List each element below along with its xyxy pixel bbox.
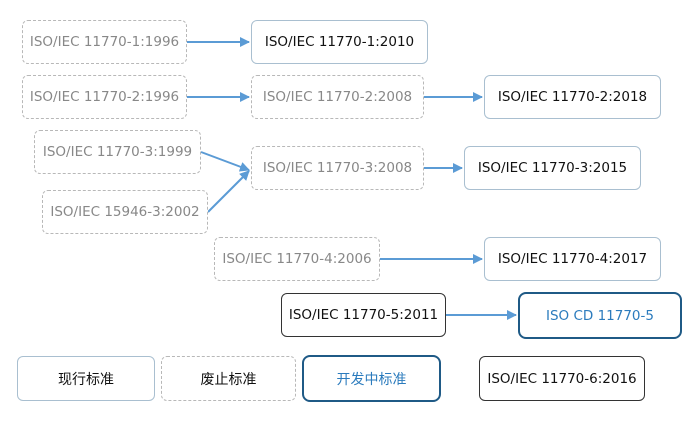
node-label: ISO/IEC 11770-2:2018 — [497, 89, 648, 105]
node-11770-3-1999: ISO/IEC 11770-3:1999 — [34, 130, 201, 174]
node-label: ISO CD 11770-5 — [546, 307, 654, 324]
legend-obsolete: 废止标准 — [161, 356, 296, 401]
node-11770-2-2008: ISO/IEC 11770-2:2008 — [251, 75, 424, 119]
node-label: ISO/IEC 11770-3:1999 — [42, 144, 193, 160]
node-11770-1-2010: ISO/IEC 11770-1:2010 — [251, 20, 428, 64]
legend-label: 开发中标准 — [336, 371, 407, 388]
node-11770-4-2017: ISO/IEC 11770-4:2017 — [484, 237, 661, 281]
legend-label: 废止标准 — [200, 371, 257, 388]
node-11770-3-2008: ISO/IEC 11770-3:2008 — [251, 146, 424, 190]
node-label: ISO/IEC 11770-1:1996 — [29, 34, 180, 50]
arrow-p3-1999-to-2008 — [200, 151, 250, 172]
node-11770-2-2018: ISO/IEC 11770-2:2018 — [484, 75, 661, 119]
node-label: ISO/IEC 11770-6:2016 — [487, 370, 637, 387]
arrow-p15946-to-p3-2008 — [207, 170, 250, 213]
legend-current: 现行标准 — [17, 356, 155, 401]
node-15946-3-2002: ISO/IEC 15946-3:2002 — [42, 190, 208, 234]
node-label: ISO/IEC 11770-1:2010 — [264, 34, 415, 50]
node-11770-5-2011: ISO/IEC 11770-5:2011 — [281, 293, 446, 337]
node-label: ISO/IEC 11770-4:2017 — [497, 251, 648, 267]
legend-label: 现行标准 — [58, 371, 114, 388]
node-label: ISO/IEC 11770-2:1996 — [29, 89, 180, 105]
node-label: ISO/IEC 11770-3:2015 — [477, 160, 628, 176]
legend-developing: 开发中标准 — [302, 355, 441, 402]
node-label: ISO/IEC 15946-3:2002 — [50, 204, 200, 220]
node-label: ISO/IEC 11770-5:2011 — [288, 307, 439, 323]
node-iso-cd-11770-5: ISO CD 11770-5 — [518, 292, 682, 339]
node-11770-4-2006: ISO/IEC 11770-4:2006 — [214, 237, 380, 281]
node-11770-6-2016: ISO/IEC 11770-6:2016 — [479, 356, 645, 401]
node-11770-2-1996: ISO/IEC 11770-2:1996 — [22, 75, 187, 119]
node-11770-3-2015: ISO/IEC 11770-3:2015 — [464, 146, 641, 190]
node-label: ISO/IEC 11770-4:2006 — [222, 251, 372, 267]
node-11770-1-1996: ISO/IEC 11770-1:1996 — [22, 20, 187, 64]
node-label: ISO/IEC 11770-2:2008 — [262, 89, 413, 105]
node-label: ISO/IEC 11770-3:2008 — [262, 160, 413, 176]
